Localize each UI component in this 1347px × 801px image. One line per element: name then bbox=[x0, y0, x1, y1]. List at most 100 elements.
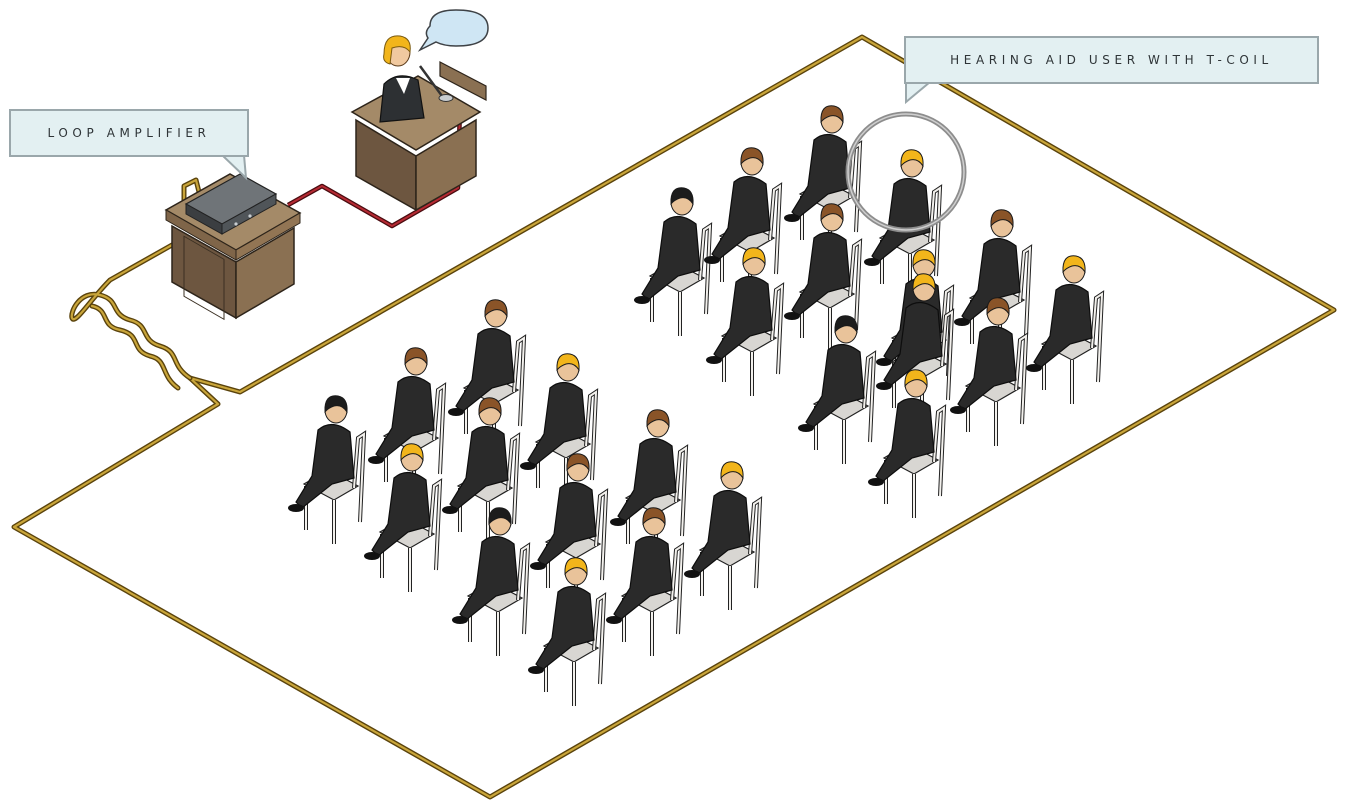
person-hair bbox=[742, 247, 766, 266]
person-hair bbox=[900, 149, 924, 168]
person-shoe bbox=[606, 616, 622, 624]
seated-person bbox=[704, 147, 783, 296]
person-body bbox=[1033, 283, 1093, 369]
person-hair bbox=[324, 395, 348, 414]
seated-person bbox=[684, 461, 763, 610]
person-shoe bbox=[704, 256, 720, 264]
seated-person bbox=[368, 347, 447, 496]
seated-person bbox=[784, 203, 863, 352]
amp-callout-pointer bbox=[219, 154, 248, 181]
person-shoe bbox=[610, 518, 626, 526]
person-shoe bbox=[364, 552, 380, 560]
seated-person bbox=[868, 369, 947, 518]
person-hair bbox=[990, 209, 1014, 228]
person-shoe bbox=[784, 312, 800, 320]
seated-person bbox=[288, 395, 367, 544]
person-body bbox=[375, 375, 435, 461]
person-hair bbox=[400, 443, 424, 462]
seated-person bbox=[606, 507, 685, 656]
person-body bbox=[957, 325, 1017, 411]
person-shoe bbox=[1026, 364, 1042, 372]
seated-person bbox=[1026, 255, 1105, 404]
person-shoe bbox=[530, 562, 546, 570]
person-body bbox=[617, 437, 677, 523]
seated-person bbox=[798, 315, 877, 464]
person-body bbox=[871, 177, 931, 263]
seated-person bbox=[950, 297, 1029, 446]
person-body bbox=[691, 489, 751, 575]
speaker-person-icon bbox=[379, 35, 425, 123]
person-shoe bbox=[528, 666, 544, 674]
amplifier-desk bbox=[164, 173, 302, 321]
person-hair bbox=[556, 353, 580, 372]
person-body bbox=[711, 175, 771, 261]
person-shoe bbox=[876, 358, 892, 366]
person-hair bbox=[740, 147, 764, 166]
seated-person bbox=[448, 299, 527, 448]
person-hair bbox=[912, 249, 936, 268]
person-body bbox=[641, 215, 701, 301]
person-shoe bbox=[950, 406, 966, 414]
person-shoe bbox=[368, 456, 384, 464]
person-body bbox=[371, 471, 431, 557]
person-hair bbox=[484, 299, 508, 318]
microphone-icon bbox=[418, 65, 454, 102]
seated-person bbox=[864, 149, 943, 298]
person-shoe bbox=[876, 382, 892, 390]
person-body bbox=[455, 327, 515, 413]
seated-person bbox=[520, 353, 599, 502]
person-shoe bbox=[864, 258, 880, 266]
person-body bbox=[805, 343, 865, 429]
person-hair bbox=[834, 315, 858, 334]
person-body bbox=[459, 535, 519, 621]
speech-bubble-icon bbox=[417, 9, 489, 52]
person-shoe bbox=[634, 296, 650, 304]
person-hair bbox=[642, 507, 666, 526]
person-hair bbox=[904, 369, 928, 388]
induction-loop-wire bbox=[11, 34, 1337, 800]
person-shoe bbox=[954, 318, 970, 326]
person-shoe bbox=[448, 408, 464, 416]
person-shoe bbox=[288, 504, 304, 512]
person-body bbox=[295, 423, 355, 509]
person-hair bbox=[820, 203, 844, 222]
person-shoe bbox=[684, 570, 700, 578]
seated-person bbox=[706, 247, 785, 396]
audience bbox=[288, 105, 1105, 706]
person-hair bbox=[670, 187, 694, 206]
person-shoe bbox=[452, 616, 468, 624]
person-body bbox=[791, 231, 851, 317]
person-body bbox=[791, 133, 851, 219]
person-body bbox=[449, 425, 509, 511]
seated-person bbox=[610, 409, 689, 558]
hearing-callout-pointer bbox=[905, 81, 933, 105]
person-shoe bbox=[784, 214, 800, 222]
person-shoe bbox=[868, 478, 884, 486]
person-hair bbox=[404, 347, 428, 366]
person-shoe bbox=[442, 506, 458, 514]
person-hair bbox=[820, 105, 844, 124]
person-body bbox=[713, 275, 773, 361]
seated-person bbox=[634, 187, 713, 336]
hearing-aid-user-label: HEARING AID USER WITH T-COIL bbox=[904, 36, 1319, 84]
person-body bbox=[613, 535, 673, 621]
person-body bbox=[535, 585, 595, 671]
person-body bbox=[527, 381, 587, 467]
person-body bbox=[875, 397, 935, 483]
seated-person bbox=[452, 507, 531, 656]
loop-amplifier-label: LOOP AMPLIFIER bbox=[9, 109, 249, 157]
person-body bbox=[537, 481, 597, 567]
amplifier-icon bbox=[184, 173, 278, 235]
person-body bbox=[883, 301, 943, 387]
person-shoe bbox=[798, 424, 814, 432]
person-shoe bbox=[520, 462, 536, 470]
seated-person bbox=[364, 443, 443, 592]
highlight-circle-icon bbox=[845, 111, 967, 233]
person-shoe bbox=[706, 356, 722, 364]
person-hair bbox=[720, 461, 744, 480]
person-hair bbox=[646, 409, 670, 428]
person-hair bbox=[1062, 255, 1086, 274]
person-hair bbox=[488, 507, 512, 526]
seated-person bbox=[528, 557, 607, 706]
